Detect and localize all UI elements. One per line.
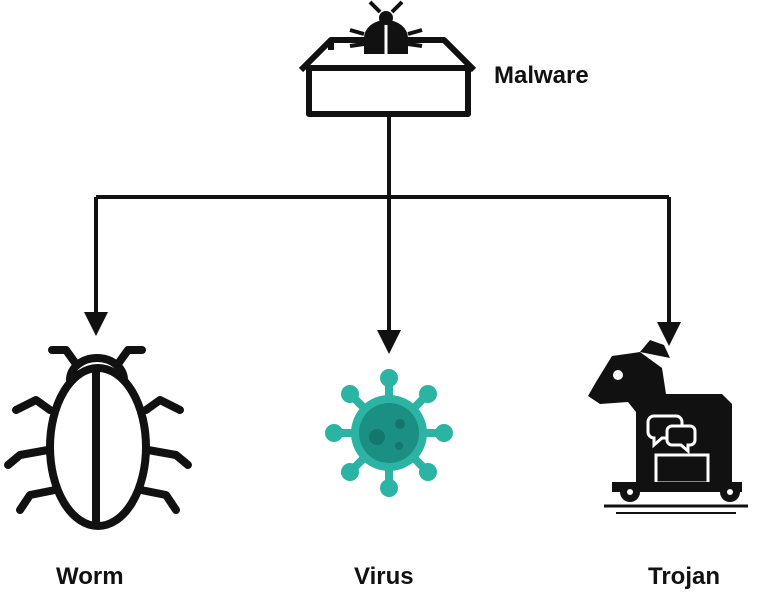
arrowhead-worm (84, 312, 108, 336)
virus-label: Virus (354, 563, 414, 590)
virus-icon (325, 369, 453, 497)
bug-icon (4, 346, 192, 530)
trojan-horse-icon (588, 340, 748, 514)
arrowheads (84, 312, 681, 354)
root-label: Malware (494, 62, 589, 89)
worm-label: Worm (56, 563, 124, 590)
connectors (94, 115, 671, 340)
malware-box-bug-icon (298, 0, 477, 117)
trojan-label: Trojan (648, 563, 721, 590)
arrowhead-virus (377, 330, 401, 354)
arrowhead-trojan (657, 322, 681, 346)
